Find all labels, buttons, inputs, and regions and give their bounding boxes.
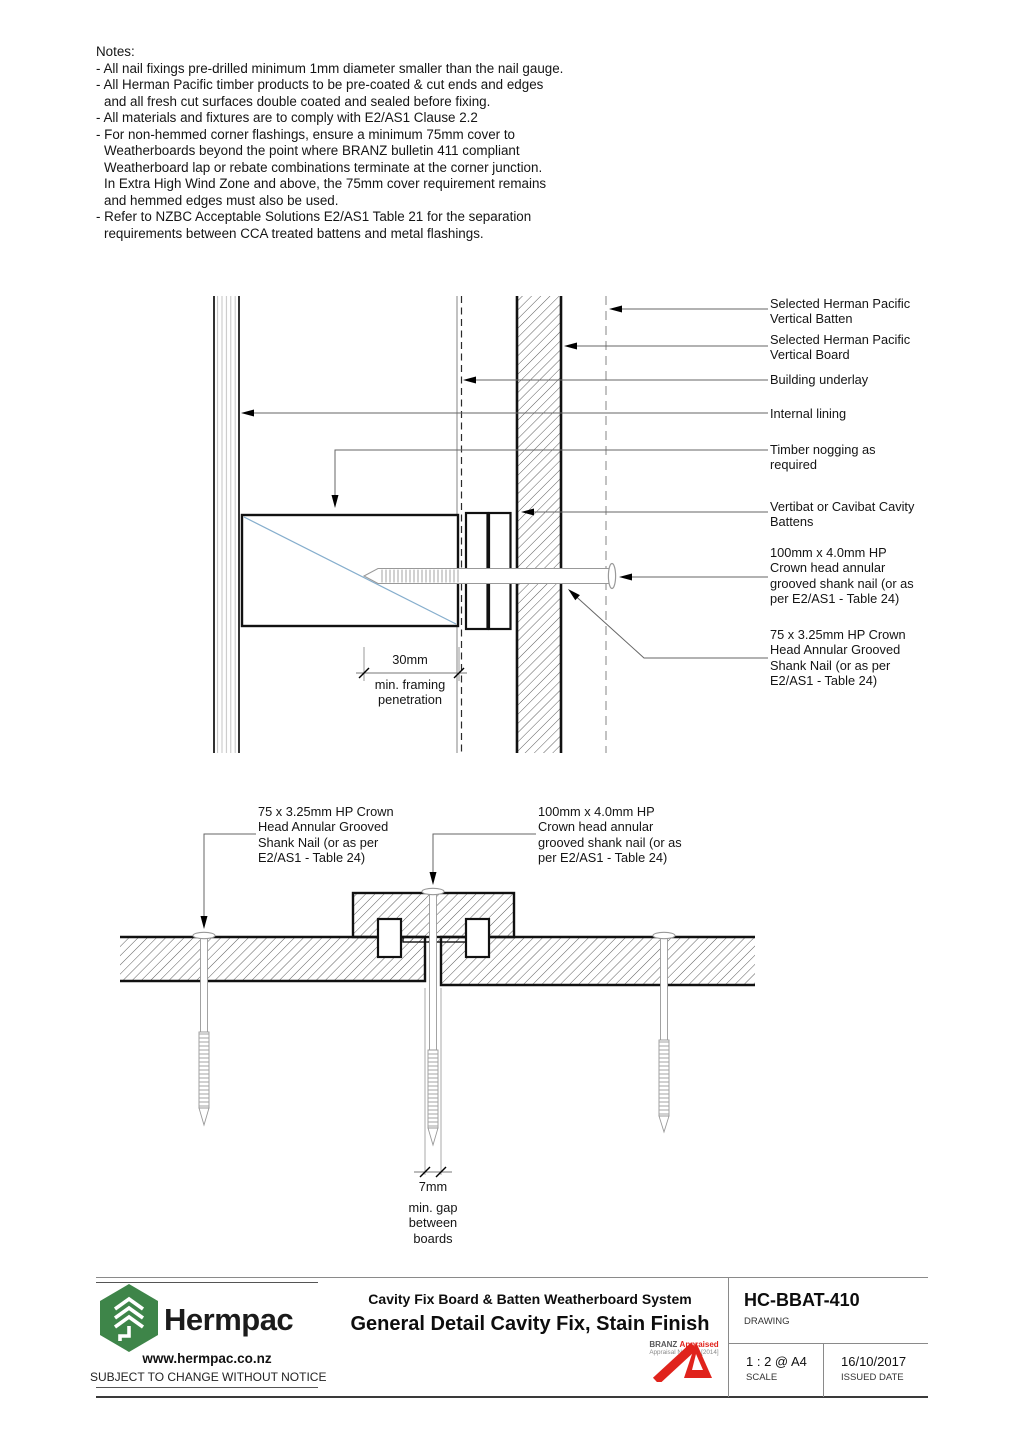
label-cavity-battens: Vertibat or Cavibat Cavity Battens — [770, 499, 915, 530]
detail-board-batten-joint — [120, 833, 755, 1178]
dimension-30mm — [356, 647, 467, 681]
label-building-underlay: Building underlay — [770, 372, 869, 387]
note-line: - All nail fixings pre-drilled minimum 1… — [96, 60, 564, 76]
note-line: - All Herman Pacific timber products to … — [96, 77, 544, 92]
dimension-30mm-value: 30mm — [392, 652, 428, 667]
titleblock-bottom-rule — [96, 1396, 928, 1398]
note-line: In Extra High Wind Zone and above, the 7… — [104, 176, 547, 191]
leader-lines-detail1 — [244, 308, 768, 659]
leader-arrowheads-detail1 — [241, 305, 632, 601]
branz-mark-icon — [652, 1342, 712, 1382]
disclaimer-text: SUBJECT TO CHANGE WITHOUT NOTICE — [90, 1370, 327, 1384]
internal-lining — [213, 296, 240, 753]
label-nail-75mm: 75 x 3.25mm HP Crown Head Annular Groove… — [770, 627, 906, 689]
drawing-number: HC-BBAT-410 — [744, 1290, 860, 1310]
label-vertical-board: Selected Herman Pacific Vertical Board — [770, 332, 911, 363]
scale-caption: SCALE — [746, 1372, 778, 1383]
label-internal-lining: Internal lining — [770, 406, 847, 421]
titleblock-vertical-divider — [728, 1277, 729, 1397]
dimension-7mm — [414, 988, 452, 1178]
dimension-30mm-caption: min. framing penetration — [374, 677, 446, 708]
drawing-number-caption: DRAWING — [744, 1316, 790, 1327]
note-line: Weatherboards beyond the point where BRA… — [104, 143, 520, 158]
scale-value: 1 : 2 @ A4 — [746, 1354, 807, 1369]
note-line: and all fresh cut surfaces double coated… — [104, 93, 491, 109]
label2-nail-100mm: 100mm x 4.0mm HP Crown head annular groo… — [538, 804, 682, 866]
vertical-board-section — [515, 296, 563, 753]
leader-lines-detail2 — [203, 833, 536, 922]
tree-icon — [113, 1296, 145, 1341]
system-subtitle: Cavity Fix Board & Batten Weatherboard S… — [368, 1291, 692, 1307]
note-line: and hemmed edges must also be used. — [104, 192, 339, 208]
brand-wordmark: Hermpac — [164, 1302, 294, 1337]
nail-middle-100mm — [421, 887, 445, 1147]
branz-text: BRANZ Appraised — [649, 1340, 719, 1349]
note-line: - All materials and fixtures are to comp… — [96, 110, 478, 125]
notes-block: Notes: - All nail fixings pre-drilled mi… — [96, 44, 563, 242]
dimension-7mm-value: 7mm — [418, 1179, 448, 1194]
note-line: Weatherboard lap or rebate combinations … — [104, 159, 543, 175]
notes-title: Notes: — [96, 44, 135, 59]
website-text: www.hermpac.co.nz — [142, 1351, 272, 1366]
nail-horizontal — [362, 562, 617, 590]
dimension-7mm-caption: min. gap between boards — [408, 1200, 458, 1246]
label2-nail-75mm: 75 x 3.25mm HP Crown Head Annular Groove… — [258, 804, 394, 866]
scale-date-divider — [823, 1343, 824, 1397]
hermpac-logo-hexagon — [100, 1284, 158, 1352]
issued-date-value: 16/10/2017 — [841, 1354, 907, 1369]
weatherboards-section — [120, 935, 755, 987]
note-line: requirements between CCA treated battens… — [104, 225, 484, 241]
label-timber-nogging: Timber nogging as required — [770, 442, 876, 473]
label-nail-100mm: 100mm x 4.0mm HP Crown head annular groo… — [770, 545, 914, 607]
note-line: - For non-hemmed corner flashings, ensur… — [96, 126, 515, 142]
nail-left-75mm — [192, 931, 216, 1127]
nail-right-75mm — [652, 931, 676, 1134]
leader-arrowheads-detail2 — [200, 872, 437, 929]
batten-rebates — [376, 917, 491, 959]
label-vertical-batten: Selected Herman Pacific Vertical Batten — [770, 296, 911, 327]
branz-appraised-logo: BRANZ Appraised Appraisal No. 828 [2014] — [648, 1340, 720, 1382]
logo-box-top-rule — [96, 1282, 318, 1283]
issued-date-caption: ISSUED DATE — [841, 1372, 904, 1383]
titleblock-top-rule — [96, 1277, 928, 1278]
right-horizontal-divider — [728, 1343, 928, 1344]
note-line: - Refer to NZBC Acceptable Solutions E2/… — [96, 209, 532, 224]
logo-box-bottom-rule — [96, 1387, 318, 1388]
sheet-title: General Detail Cavity Fix, Stain Finish — [350, 1313, 710, 1335]
detail-plan-section — [213, 296, 768, 753]
